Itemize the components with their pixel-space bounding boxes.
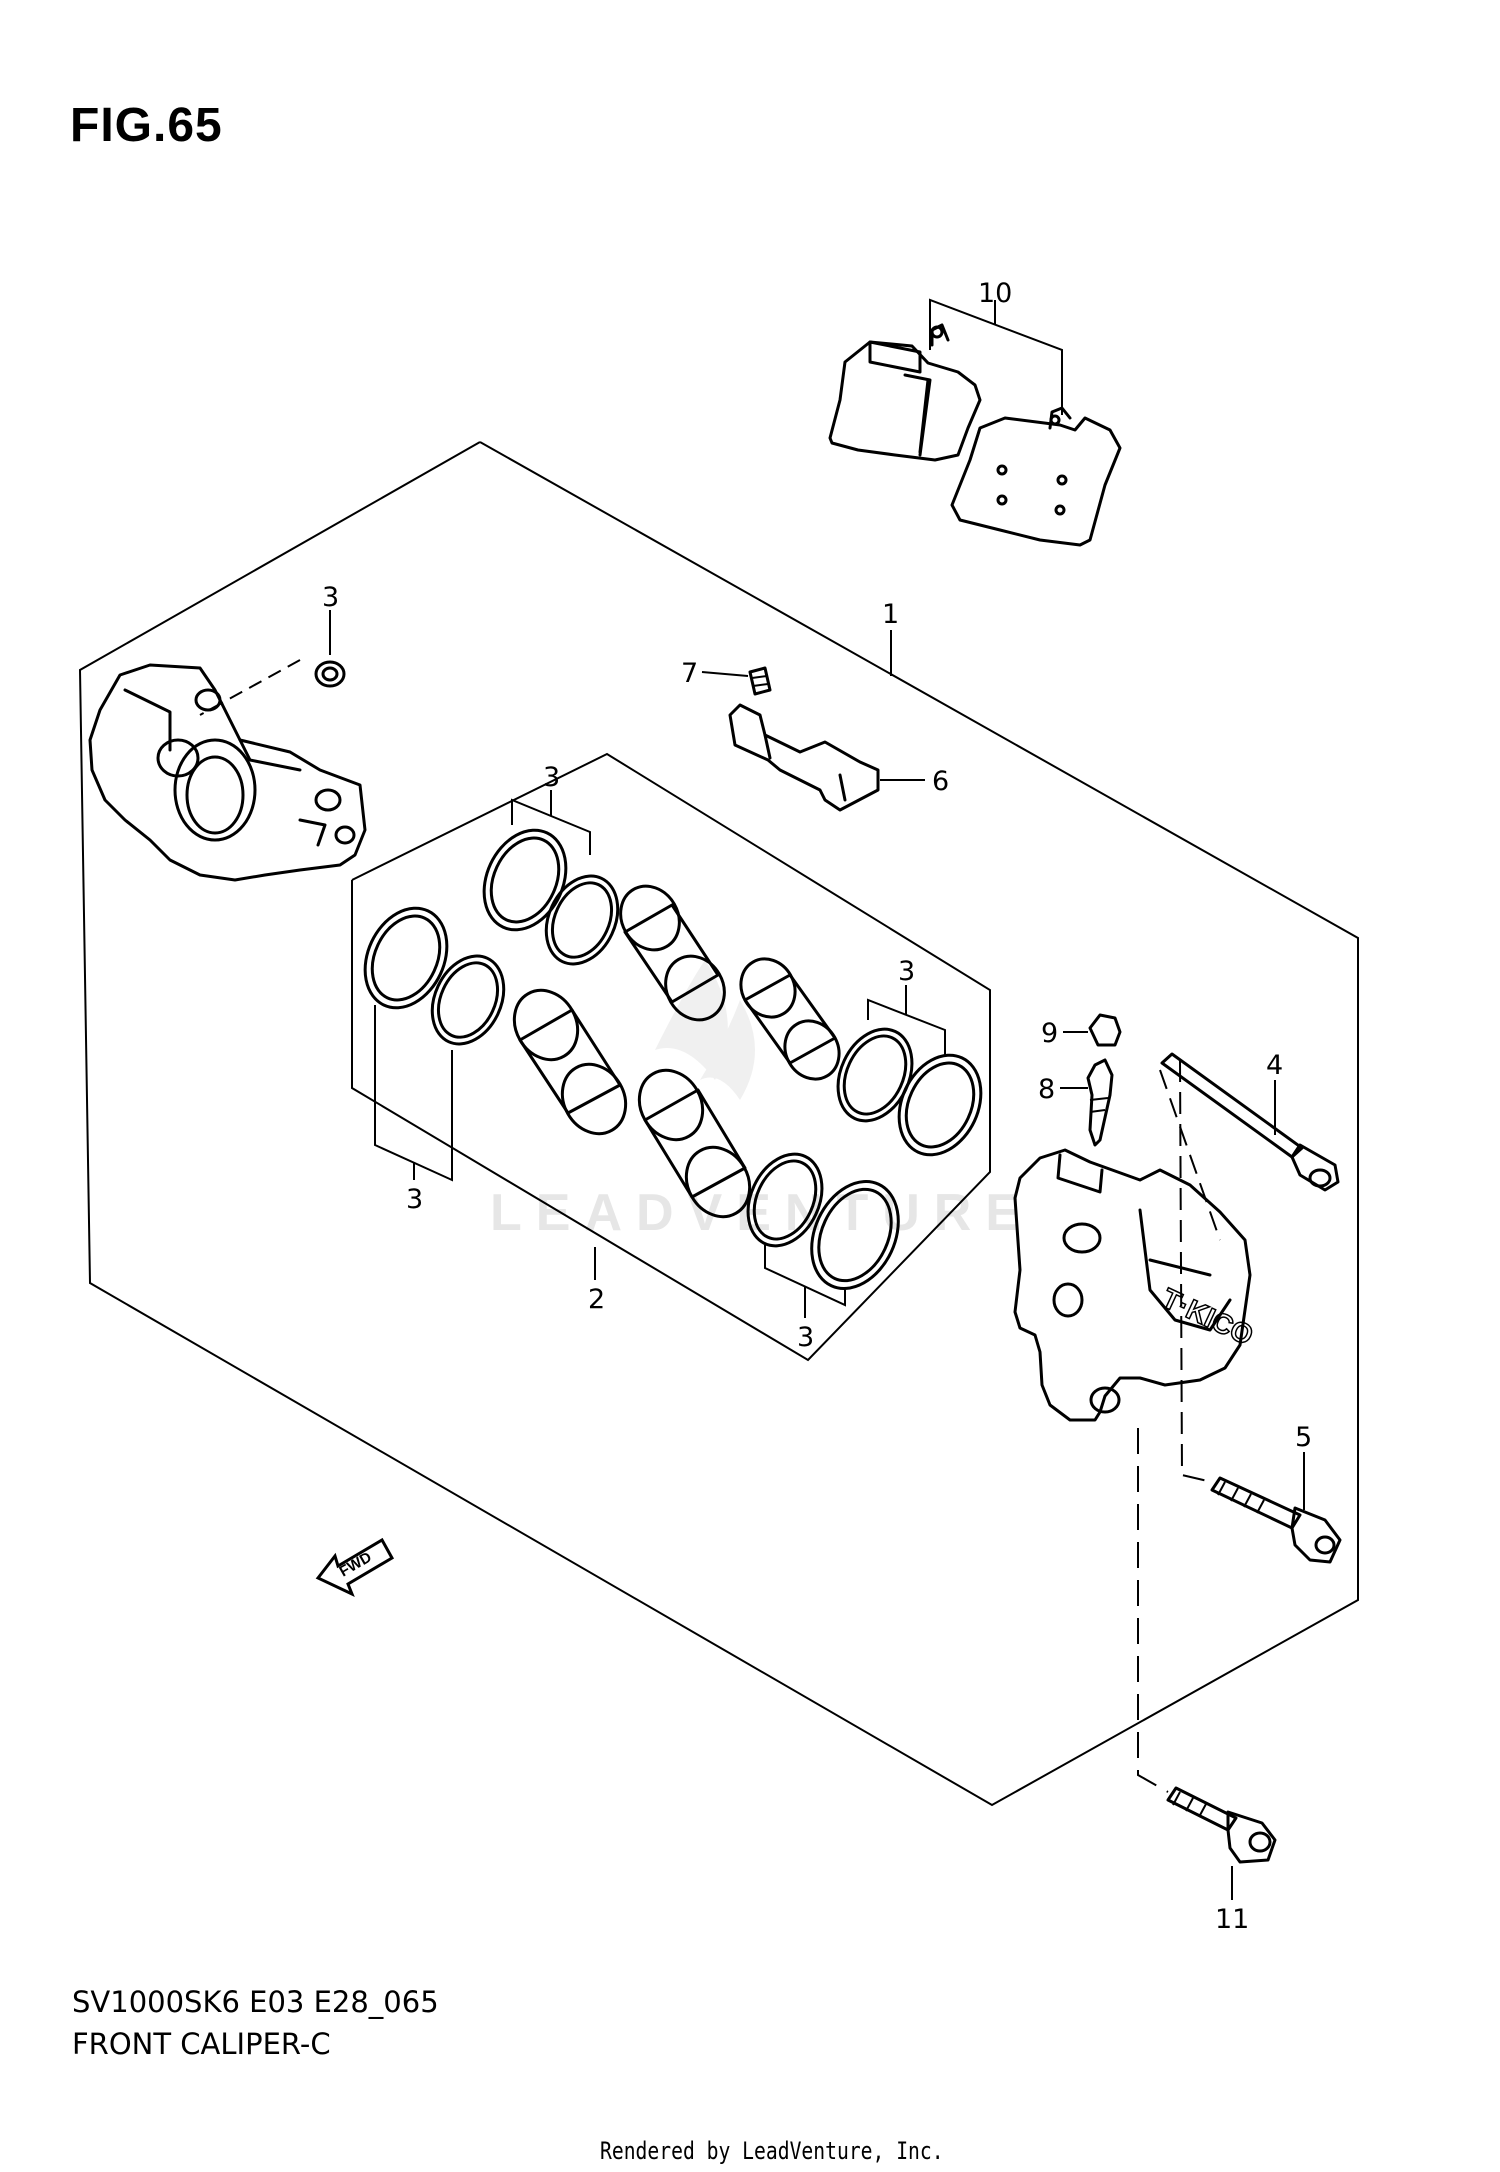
pad-pin-4 <box>1160 1052 1340 1192</box>
piston-3 <box>739 957 841 1081</box>
leader-11-dash <box>1137 1428 1169 1793</box>
callout-4: 4 <box>1266 1050 1283 1081</box>
callout-7: 7 <box>681 658 698 689</box>
seal-ring-7 <box>746 1152 824 1248</box>
bolt-5 <box>1210 1476 1342 1564</box>
brake-pad-right <box>950 406 1122 547</box>
seal-ring-5 <box>836 1027 914 1123</box>
seal-ring-2 <box>544 874 620 966</box>
seal-ring-1 <box>482 828 568 932</box>
screw-7 <box>748 666 772 696</box>
callout-3-left-caliper: 3 <box>322 582 339 613</box>
callout-2: 2 <box>588 1284 605 1315</box>
piston-kit-outline <box>351 752 991 1362</box>
right-caliper-body: T·KICO <box>1013 1148 1259 1422</box>
left-caliper-body <box>88 663 367 882</box>
figure-title: FIG.65 <box>70 99 223 152</box>
leader-5-dash <box>1179 1059 1213 1483</box>
callout-1: 1 <box>882 599 899 630</box>
bleeder-valve-8 <box>1086 1058 1114 1147</box>
callout-11: 11 <box>1215 1904 1249 1935</box>
callout-9: 9 <box>1041 1018 1058 1049</box>
assembly-outline <box>78 441 1359 1807</box>
brake-pad-left <box>828 323 982 462</box>
seal-3-left <box>314 660 346 688</box>
callout-3-top-seals: 3 <box>543 762 560 793</box>
callout-3-bottom-seals: 3 <box>797 1322 814 1353</box>
bleeder-cap-9 <box>1088 1013 1122 1047</box>
bolt-11 <box>1166 1786 1277 1864</box>
callout-6: 6 <box>932 766 949 797</box>
callout-3-right-seals: 3 <box>898 956 915 987</box>
leader-4-dash <box>1159 1069 1221 1241</box>
seal-ring-3 <box>363 906 449 1010</box>
pad-spring-6 <box>728 703 880 812</box>
piston-4 <box>637 1068 752 1219</box>
seal-ring-6 <box>897 1053 983 1157</box>
piston-2 <box>512 988 628 1136</box>
bracket-3-left <box>374 1005 453 1182</box>
seal-ring-8 <box>810 1180 900 1290</box>
callout-8: 8 <box>1038 1074 1055 1105</box>
diagram-code: SV1000SK6 E03 E28_065 <box>72 1985 439 2019</box>
callout-3-left-seals: 3 <box>406 1184 423 1215</box>
seal-ring-4 <box>430 954 506 1046</box>
callout-5: 5 <box>1295 1422 1312 1453</box>
fwd-arrow-icon: FWD <box>315 1537 395 1597</box>
bracket-3-bottom <box>764 1245 846 1307</box>
render-credit: Rendered by LeadVenture, Inc. <box>600 2137 944 2165</box>
diagram-name: FRONT CALIPER-C <box>72 2027 331 2061</box>
leader-3a-dash <box>199 659 301 716</box>
piston-1 <box>619 884 726 1022</box>
tokico-emboss: T·KICO <box>1157 1282 1258 1351</box>
leader-7 <box>701 671 749 677</box>
callout-10: 10 <box>978 278 1012 309</box>
